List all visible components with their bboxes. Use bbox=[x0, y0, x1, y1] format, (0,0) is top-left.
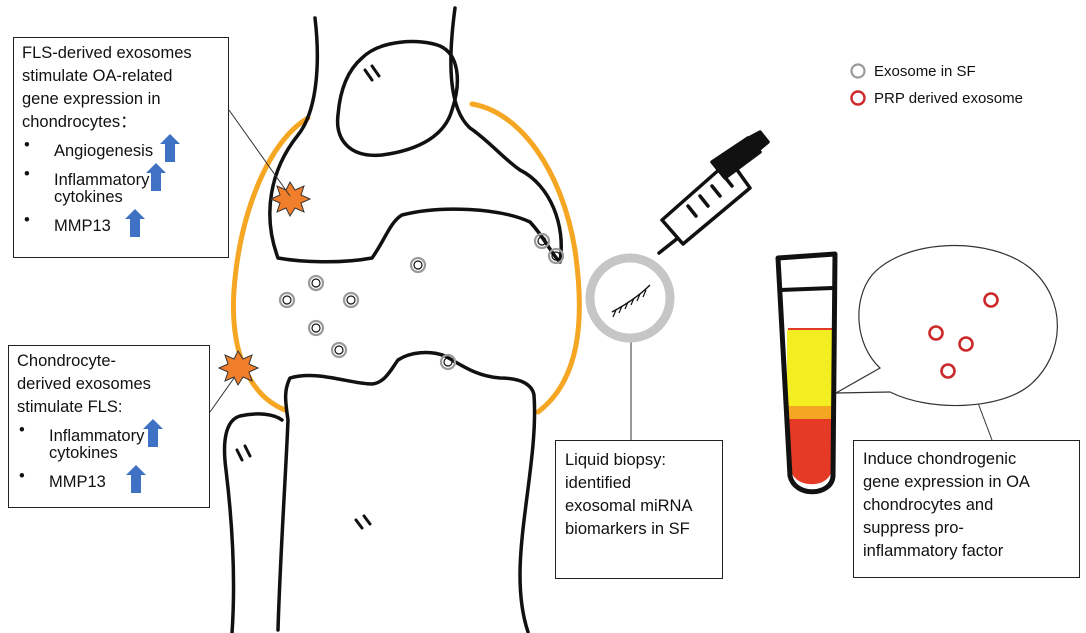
syringe-icon bbox=[659, 132, 768, 253]
item-label: Angiogenesis bbox=[54, 140, 153, 163]
exosome-icon bbox=[344, 293, 358, 307]
tibia-bone bbox=[278, 353, 535, 632]
legend-item-prp: PRP derived exosome bbox=[850, 90, 1023, 108]
up-arrow-icon bbox=[126, 465, 146, 493]
prp-line: Induce chondrogenic bbox=[863, 448, 1070, 471]
prp-effect-box: Induce chondrogenic gene expression in O… bbox=[853, 440, 1080, 578]
fls-title-line: gene expression in bbox=[22, 88, 220, 111]
chondrocyte-exosome-box: Chondrocyte- derived exosomes stimulate … bbox=[8, 345, 210, 508]
biopsy-line: identified bbox=[565, 472, 713, 495]
list-item: Angiogenesis bbox=[22, 134, 220, 163]
starburst-icon bbox=[219, 351, 258, 385]
fls-exosome-box: FLS-derived exosomes stimulate OA-relate… bbox=[13, 37, 229, 258]
up-arrow-icon bbox=[146, 163, 166, 191]
prp-line: suppress pro- bbox=[863, 517, 1070, 540]
list-item: MMP13 bbox=[17, 465, 201, 494]
fibula-mark bbox=[237, 446, 250, 460]
list-item: MMP13 bbox=[22, 209, 220, 238]
tibia-mark bbox=[356, 516, 370, 528]
legend-label-prp: PRP derived exosome bbox=[874, 90, 1023, 107]
prp-line: inflammatory factor bbox=[863, 540, 1070, 563]
exosome-icon bbox=[411, 258, 425, 272]
biopsy-line: Liquid biopsy: bbox=[565, 449, 713, 472]
item-label: MMP13 bbox=[49, 471, 106, 494]
starburst-icon bbox=[271, 182, 310, 216]
chondro-title-line: derived exosomes bbox=[17, 373, 201, 396]
item-label: MMP13 bbox=[54, 215, 111, 238]
fls-effects-list: Angiogenesis Inflammatory cytokines MMP1… bbox=[22, 134, 220, 238]
liquid-biopsy-box: Liquid biopsy: identified exosomal miRNA… bbox=[555, 440, 723, 579]
chondro-title-line: Chondrocyte- bbox=[17, 350, 201, 373]
up-arrow-icon bbox=[143, 419, 163, 447]
prp-line: gene expression in OA bbox=[863, 471, 1070, 494]
patella bbox=[338, 42, 458, 156]
fibula-bone bbox=[225, 414, 282, 633]
list-item: Inflammatory cytokines bbox=[22, 163, 220, 209]
chondro-effects-list: Inflammatory cytokines MMP13 bbox=[17, 419, 201, 494]
prp-line: chondrocytes and bbox=[863, 494, 1070, 517]
exosome-icon bbox=[280, 293, 294, 307]
exosome-icon bbox=[309, 276, 323, 290]
femur-bone bbox=[270, 8, 561, 262]
callout-line-chondro bbox=[210, 378, 234, 412]
biopsy-line: biomarkers in SF bbox=[565, 518, 713, 541]
patella-mark bbox=[365, 66, 379, 80]
exosome-prp-icon bbox=[850, 90, 866, 106]
test-tube-icon bbox=[778, 254, 835, 492]
magnifier-icon bbox=[590, 258, 670, 338]
up-arrow-icon bbox=[160, 134, 180, 162]
exosome-icon bbox=[309, 321, 323, 335]
exosome-icon bbox=[332, 343, 346, 357]
biopsy-line: exosomal miRNA bbox=[565, 495, 713, 518]
up-arrow-icon bbox=[125, 209, 145, 237]
list-item: Inflammatory cytokines bbox=[17, 419, 201, 465]
legend-label-sf: Exosome in SF bbox=[874, 63, 976, 80]
fls-title-line: stimulate OA-related bbox=[22, 65, 220, 88]
exosome-sf-cluster bbox=[280, 234, 563, 369]
chondro-title-line: stimulate FLS: bbox=[17, 396, 201, 419]
fls-title-line: FLS-derived exosomes bbox=[22, 42, 220, 65]
legend-item-sf: Exosome in SF bbox=[850, 63, 976, 81]
exosome-sf-icon bbox=[850, 63, 866, 79]
prp-speech-bubble bbox=[836, 246, 1057, 406]
fls-title-line: chondrocytes： bbox=[22, 111, 220, 134]
